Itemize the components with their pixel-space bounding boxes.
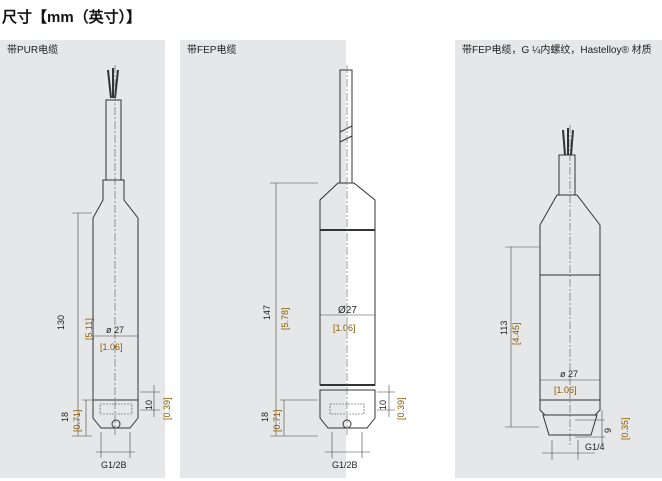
panel-title: 带FEP电缆 bbox=[187, 45, 237, 56]
diameter-mm: ø 27 bbox=[106, 325, 124, 335]
diameter-in: [1.06] bbox=[333, 323, 356, 333]
sensor-drawing-pur: 130 [5.11] 18 [0.71] 10 [0.39] ø 27 [1.0… bbox=[56, 65, 172, 470]
diameter-in: [1.06] bbox=[554, 385, 577, 395]
panel-title: 带PUR电缆 bbox=[7, 45, 59, 56]
length-in: [5.11] bbox=[84, 318, 94, 340]
length-in: [4.45] bbox=[511, 322, 521, 345]
thread-label: G1/4 bbox=[585, 442, 605, 452]
cap-in: [0.39] bbox=[396, 397, 406, 420]
length-mm: 113 bbox=[499, 321, 509, 335]
cap-mm: 9 bbox=[603, 428, 613, 433]
page-title: 尺寸【mm（英寸）】 bbox=[2, 9, 142, 26]
diameter-mm: ø 27 bbox=[560, 369, 578, 379]
base-mm: 18 bbox=[60, 412, 70, 422]
length-in: [5.78] bbox=[280, 307, 290, 330]
diameter-in: [1.06] bbox=[100, 342, 123, 352]
cap-mm: 10 bbox=[144, 400, 154, 410]
diameter-mm: Ø27 bbox=[338, 305, 357, 316]
sensor-drawing-fep: 147 [5.78] 18 [0.71] 10 [0.39] Ø27 [1.06… bbox=[260, 65, 406, 470]
cap-mm: 10 bbox=[378, 400, 388, 410]
length-mm: 130 bbox=[56, 315, 66, 330]
base-in: [0.71] bbox=[272, 409, 282, 432]
panel-pur-cable: 带PUR电缆 130 [5.11] 18 [0.71] 10 [0.39] ø … bbox=[0, 40, 172, 478]
panel-title: 带FEP电缆，G ¼内螺纹，Hastelloy® 材质 bbox=[462, 45, 652, 56]
cap-in: [0.35] bbox=[620, 417, 630, 440]
panel-fep-cable: 带FEP电缆 147 [5.78] 18 [0.71] 10 [0.39] Ø2… bbox=[180, 40, 406, 478]
base-in: [0.71] bbox=[72, 409, 82, 432]
thread-label: G1/2B bbox=[101, 460, 127, 470]
cap-in: [0.39] bbox=[162, 397, 172, 420]
sensor-drawing-hastelloy: 113 [4.45] 9 [0.35] ø 27 [1.06] G1/4 bbox=[499, 125, 630, 460]
base-mm: 18 bbox=[260, 412, 270, 422]
panel-hastelloy: 带FEP电缆，G ¼内螺纹，Hastelloy® 材质 113 [4.45] 9… bbox=[455, 40, 662, 478]
length-mm: 147 bbox=[262, 305, 272, 320]
thread-label: G1/2B bbox=[332, 460, 358, 470]
